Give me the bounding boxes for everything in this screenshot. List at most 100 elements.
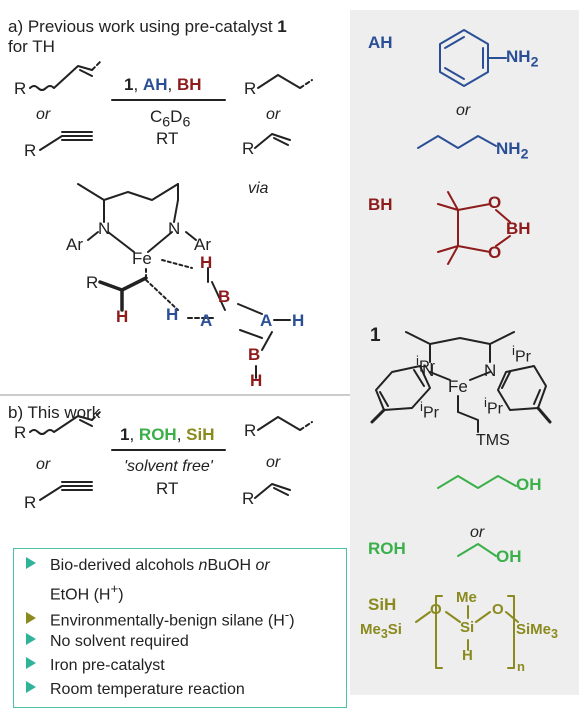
cat-fe: Fe — [448, 377, 468, 396]
alkene-double-a — [79, 69, 93, 77]
panel-a-title-num: 1 — [277, 17, 287, 36]
ipr-pr-1: Pr — [418, 358, 435, 376]
pinb-o-bottom: O — [488, 243, 502, 262]
ipr-i-3: i — [420, 399, 423, 414]
alkene-dash-b — [91, 411, 101, 421]
benefit-item-3: No solvent required — [26, 633, 189, 651]
nacnac-right-arm — [173, 199, 179, 223]
pinb-bh: BH — [506, 219, 531, 238]
n-ar-bond-left — [87, 231, 99, 241]
reagents-b: 1, ROH, SiH — [120, 425, 215, 445]
alkene-substrate-a — [29, 65, 93, 91]
legend-panel — [350, 10, 579, 695]
mech-a-left: A — [200, 311, 213, 330]
benefit-1-italic-or: or — [255, 557, 270, 574]
ipr-pr-4: Pr — [486, 400, 503, 418]
solvent-sub-1: 6 — [162, 114, 171, 131]
solvent-c: C — [150, 107, 163, 126]
or-a2: or — [266, 106, 281, 123]
benefit-item-4: Iron pre-catalyst — [26, 657, 165, 675]
product-r-a2: R — [242, 139, 255, 158]
teal-triangle-icon — [26, 657, 36, 669]
pmhs-o-2: O — [492, 601, 504, 618]
pmhs-si-left: Si — [387, 621, 402, 638]
ab-bond-1 — [211, 281, 226, 311]
alcohol-structures — [437, 475, 517, 557]
benefit-1-line2-text: EtOH (H — [50, 586, 111, 604]
temp-a: RT — [156, 129, 179, 148]
pmhs-sub-left: 3 — [380, 627, 388, 641]
butanol-oh: OH — [516, 475, 542, 494]
pmhs-me3si-left: Me3Si — [360, 621, 402, 642]
atom-ar-left: Ar — [66, 235, 83, 254]
alkene-dash-a — [91, 61, 101, 71]
alkyne-substrate-b — [39, 485, 93, 501]
solvent-sub-2: 6 — [182, 114, 191, 131]
legend-bh-label: BH — [368, 195, 393, 214]
reagent-catalyst-b: 1 — [120, 425, 130, 444]
butylamine-nh: NH — [496, 139, 521, 158]
substrate-r-b2: R — [24, 493, 37, 512]
benefit-5-text: Room temperature reaction — [50, 681, 245, 698]
ipr-pr-2: Pr — [514, 348, 531, 366]
panel-b-title: b) This work — [8, 403, 101, 422]
reagents-a: 1, AH, BH — [124, 75, 202, 95]
ipr-left-bottom: iPr — [420, 399, 439, 422]
alkyl-bold-bond — [98, 276, 148, 292]
pmhs-si: Si — [460, 619, 475, 636]
benefit-item-2: Environmentally-benign silane (H-) — [26, 607, 295, 630]
alkyne-substrate-a — [39, 135, 93, 151]
alkene-substrate-b — [29, 415, 93, 435]
product-r-b1: R — [244, 421, 257, 440]
reagent-sep-b1: , — [129, 425, 139, 444]
ab-bond-4 — [261, 331, 273, 351]
condition-b: 'solvent free' — [124, 458, 213, 475]
pmhs-structure — [415, 595, 519, 669]
alkene-product-double-a — [273, 137, 289, 146]
atom-n-right: N — [168, 219, 181, 238]
benefit-1-sup: + — [110, 581, 119, 596]
mech-h-a: H — [166, 305, 179, 324]
mech-a-right: A — [260, 311, 273, 330]
mech-h-right: H — [292, 311, 305, 330]
alkene-product-double-b — [273, 487, 289, 496]
reagent-ah: AH — [142, 75, 168, 94]
n-fe-bond-right — [147, 231, 173, 253]
benefit-1-mid: BuOH — [207, 557, 256, 574]
mech-r: R — [86, 273, 99, 292]
benefit-3-text: No solvent required — [50, 633, 189, 650]
ethanol-oh: OH — [496, 547, 522, 566]
pmhs-sime: SiMe — [516, 621, 552, 638]
ipr-pr-3: Pr — [422, 404, 439, 422]
panel-a-title-text: a) Previous work using pre-catalyst — [8, 17, 278, 36]
aniline-structure — [417, 29, 507, 149]
nacnac-backbone — [77, 183, 179, 201]
mech-h-fe: H — [200, 253, 213, 272]
pmhs-sub-right: 3 — [551, 627, 558, 641]
solvent-d: D — [170, 107, 183, 126]
fe-h-dash — [161, 259, 193, 269]
pmhs-me: Me — [456, 589, 477, 606]
pmhs-o-1: O — [430, 601, 442, 618]
reagent-sep-b2: , — [176, 425, 187, 444]
panel-a-title-line2: for TH — [8, 37, 55, 56]
aniline-nh2: NH2 — [506, 47, 538, 71]
pmhs-sime3-right: SiMe3 — [516, 621, 558, 642]
n-ar-bond-right — [185, 231, 197, 241]
benefit-item-5: Room temperature reaction — [26, 681, 245, 699]
substrate-r-a2: R — [24, 141, 37, 160]
cat-n-left: N — [422, 361, 435, 380]
legend-or-2: or — [470, 524, 485, 541]
legend-roh-label: ROH — [368, 539, 406, 558]
substrate-r-b1: R — [14, 423, 27, 442]
benefit-item-1: Bio-derived alcohols nBuOH or — [26, 557, 270, 575]
benefit-1-italic-n: n — [198, 557, 208, 574]
temp-b: RT — [156, 479, 179, 498]
teal-triangle-icon — [26, 557, 36, 569]
teal-triangle-icon — [26, 633, 36, 645]
atom-fe: Fe — [132, 249, 152, 268]
alkane-product-b — [257, 416, 301, 431]
cat-n-right: N — [484, 361, 497, 380]
mech-h-bottom: H — [250, 371, 263, 390]
